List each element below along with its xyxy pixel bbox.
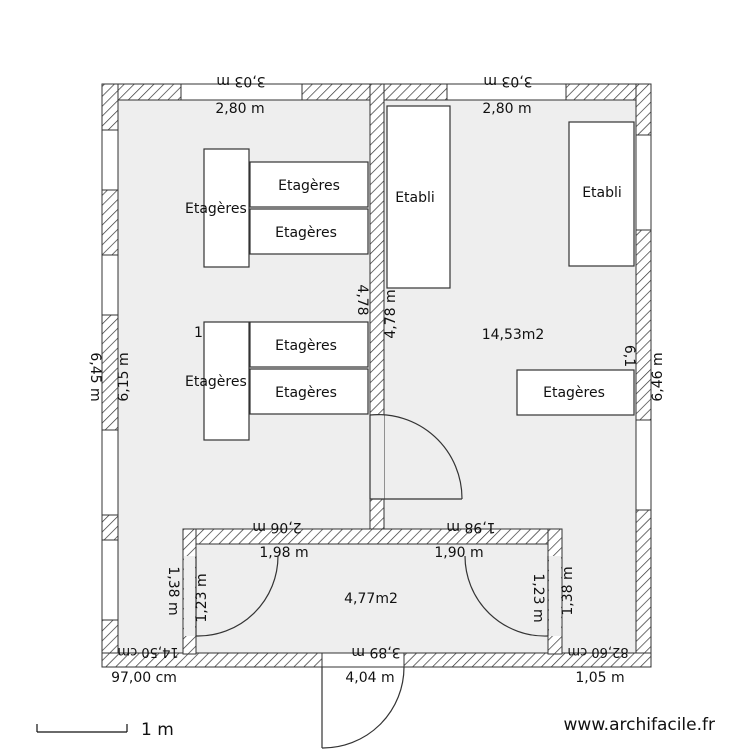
shelf-label: Etagères <box>185 374 247 390</box>
dimension-label: 1,23 m <box>194 573 210 622</box>
dimension-label: 1,38 m <box>165 566 181 615</box>
workbench-label: Etabli <box>582 185 622 201</box>
dimension-label: 3,89 m <box>351 644 400 660</box>
shelf-label: Etagères <box>543 385 605 401</box>
side-windows <box>101 129 652 621</box>
partition-door-opening <box>370 415 384 499</box>
watermark: www.archifacile.fr <box>564 715 715 735</box>
dimension-label: 4,78 m <box>383 289 399 338</box>
scale-bar <box>36 724 128 733</box>
shelf-label: Etagères <box>278 178 340 194</box>
entrance-opening <box>321 652 405 668</box>
dimension-label: 1,05 m <box>575 670 624 686</box>
room-area-label: 1 <box>194 325 203 341</box>
furniture-left-bottom <box>203 321 369 441</box>
dimension-label: 1,98 m <box>446 519 495 535</box>
dimension-label: 1,90 m <box>434 545 483 561</box>
dimension-label: 1,23 m <box>530 573 546 622</box>
dimension-label: 14,50 cm <box>117 644 178 659</box>
dimension-label: 4,78 <box>354 284 370 315</box>
shelf-label: Etagères <box>185 201 247 217</box>
hall-floor <box>196 544 548 654</box>
dimension-label: 97,00 cm <box>111 670 177 686</box>
dimension-label: 4,04 m <box>345 670 394 686</box>
dimension-label: 2,80 m <box>482 101 531 117</box>
furniture-right <box>386 105 635 416</box>
dimension-label: 3,03 m <box>483 73 532 89</box>
shelf-label: Etagères <box>275 225 337 241</box>
shelf-label: Etagères <box>275 385 337 401</box>
dimension-label: 2,80 m <box>215 101 264 117</box>
door-swings <box>195 414 549 749</box>
dimension-label: 82,60 cm <box>567 644 628 659</box>
dimension-label: 3,03 m <box>216 73 265 89</box>
hall-door-gaps <box>184 556 561 636</box>
dimension-label: 1,98 m <box>259 545 308 561</box>
shelf-label: Etagères <box>275 338 337 354</box>
dimension-label: 2,06 m <box>252 519 301 535</box>
dimension-label: 6,46 m <box>650 352 666 401</box>
room-area-label: 4,77m2 <box>344 591 398 607</box>
top-windows <box>180 83 567 101</box>
room-area-label: 14,53m2 <box>482 327 545 343</box>
workbench-label: Etabli <box>395 190 435 206</box>
furniture-left-top <box>203 148 369 268</box>
dimension-label: 6,1 <box>621 345 637 367</box>
dimension-label: 1,38 m <box>560 566 576 615</box>
dimension-label: 6,15 m <box>116 352 132 401</box>
scale-label: 1 m <box>141 720 174 740</box>
dimension-label: 6,45 m <box>87 352 103 401</box>
